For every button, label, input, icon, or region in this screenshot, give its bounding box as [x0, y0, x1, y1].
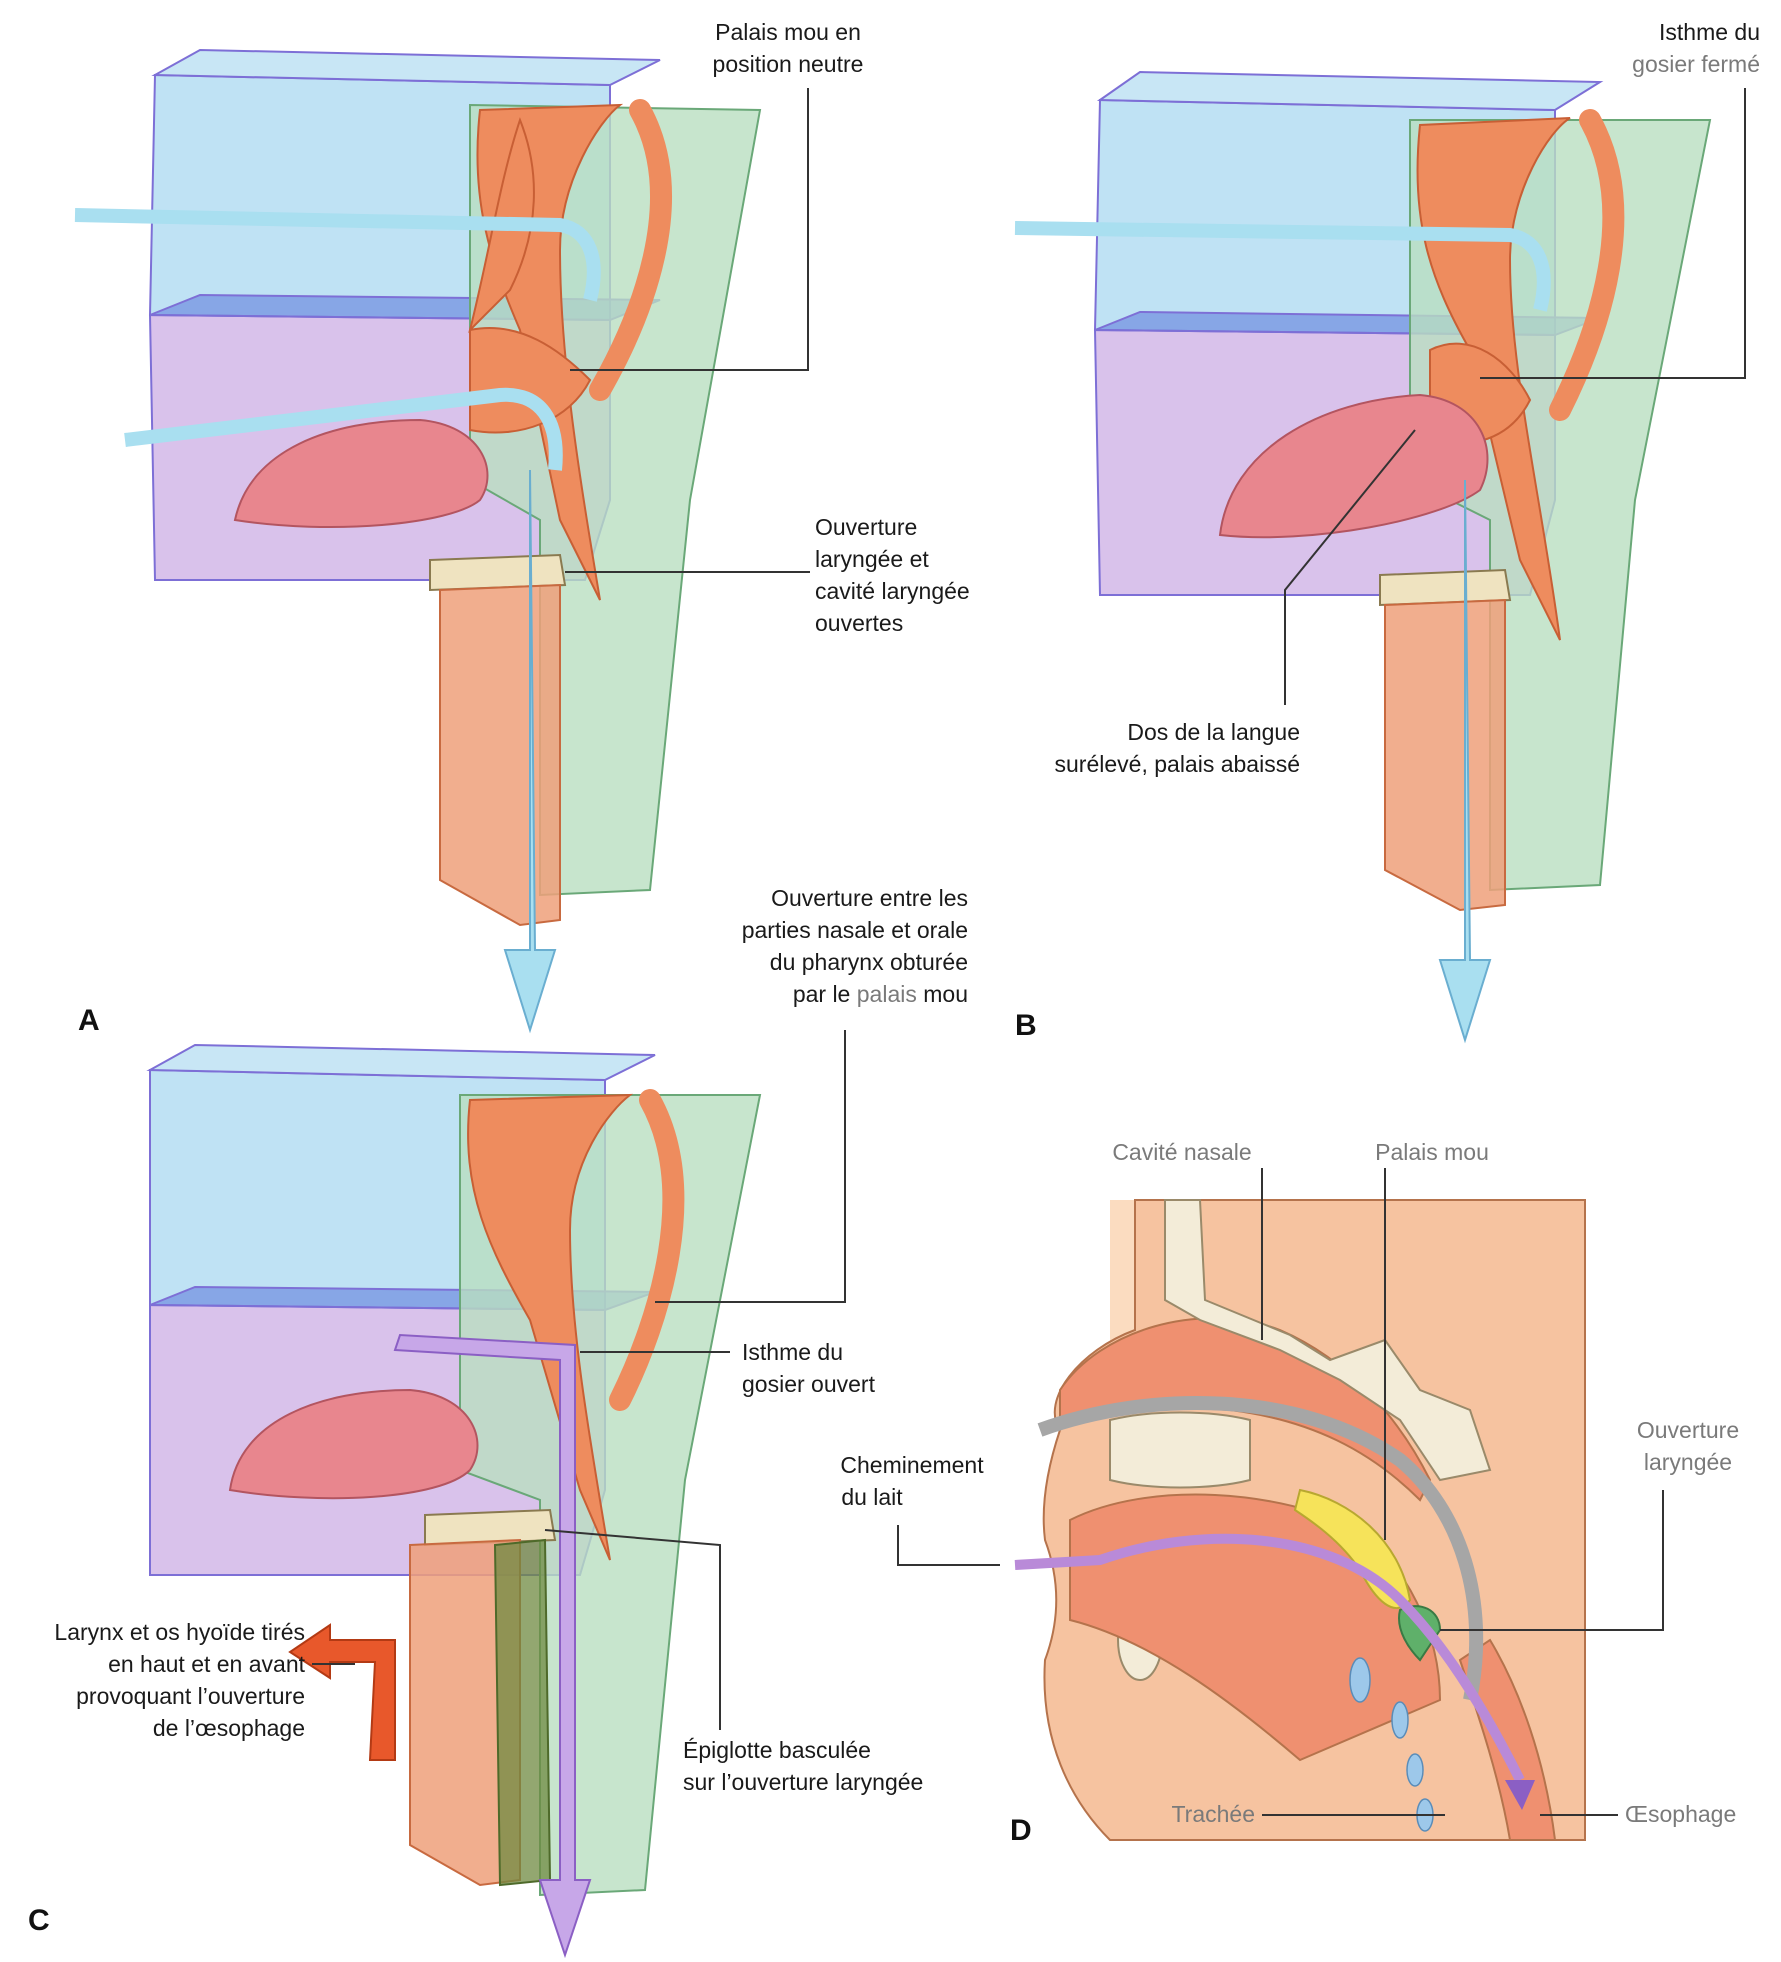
- label-laryngeal-opening-2: laryngée: [1644, 1449, 1732, 1475]
- panel-letter-c: C: [28, 1904, 50, 1937]
- label-epiglottis-2: sur l’ouverture laryngée: [683, 1769, 923, 1795]
- label-pharynx-closed-2: parties nasale et orale: [742, 917, 968, 943]
- label-soft-palate-neutral-2: position neutre: [713, 51, 864, 77]
- panel-letter-b: B: [1015, 1009, 1037, 1042]
- label-isthmus-open-2: gosier ouvert: [742, 1371, 876, 1397]
- label-laryngeal-open-1: Ouverture: [815, 514, 917, 540]
- label-larynx-pulled-1: Larynx et os hyoïde tirés: [54, 1619, 305, 1645]
- label-pharynx-closed-4-grey: palais: [857, 981, 917, 1007]
- label-soft-palate-d: Palais mou: [1375, 1139, 1489, 1165]
- label-pharynx-closed-4: par le palais mou: [793, 981, 968, 1007]
- panel-c: Ouverture entre les parties nasale et or…: [28, 885, 968, 1955]
- label-laryngeal-open-2: laryngée et: [815, 546, 929, 572]
- label-milk-path-2: du lait: [841, 1484, 903, 1510]
- hard-palate: [1110, 1413, 1250, 1488]
- label-trachea: Trachée: [1171, 1801, 1255, 1827]
- label-pharynx-closed-4-post: mou: [917, 981, 968, 1007]
- label-isthmus-closed-2: gosier fermé: [1632, 51, 1760, 77]
- label-soft-palate-neutral-1: Palais mou en: [715, 19, 861, 45]
- leader-milk-path: [898, 1525, 1000, 1565]
- label-larynx-pulled-2: en haut et en avant: [108, 1651, 306, 1677]
- label-nasal-cavity: Cavité nasale: [1112, 1139, 1251, 1165]
- label-isthmus-closed-1: Isthme du: [1659, 19, 1760, 45]
- label-epiglottis-1: Épiglotte basculée: [683, 1737, 871, 1763]
- label-larynx-pulled-4: de l’œsophage: [153, 1715, 305, 1741]
- label-milk-path-1: Cheminement: [840, 1452, 984, 1478]
- esophagus-open: [495, 1540, 550, 1885]
- panel-b: Isthme du gosier fermé Dos de la langue …: [1015, 19, 1760, 1042]
- label-pharynx-closed-1: Ouverture entre les: [771, 885, 968, 911]
- label-esophagus: Œsophage: [1625, 1801, 1736, 1827]
- label-pharynx-closed-4-pre: par le: [793, 981, 857, 1007]
- larynx-box: [440, 585, 560, 925]
- label-larynx-pulled-3: provoquant l’ouverture: [76, 1683, 305, 1709]
- label-tongue-raised-2: surélevé, palais abaissé: [1055, 751, 1300, 777]
- label-laryngeal-open-3: cavité laryngée: [815, 578, 970, 604]
- panel-letter-a: A: [78, 1004, 100, 1037]
- panel-d: Cavité nasale Palais mou Ouverture laryn…: [840, 1139, 1739, 1847]
- panel-letter-d: D: [1010, 1814, 1032, 1847]
- label-laryngeal-opening-1: Ouverture: [1637, 1417, 1739, 1443]
- label-tongue-raised-1: Dos de la langue: [1127, 719, 1300, 745]
- label-pharynx-closed-3: du pharynx obturée: [770, 949, 968, 975]
- hyoid-bone: [425, 1510, 555, 1545]
- larynx-pull-arrow: [290, 1625, 395, 1760]
- label-isthmus-open-1: Isthme du: [742, 1339, 843, 1365]
- label-laryngeal-open-4: ouvertes: [815, 610, 903, 636]
- larynx-box: [1385, 600, 1505, 910]
